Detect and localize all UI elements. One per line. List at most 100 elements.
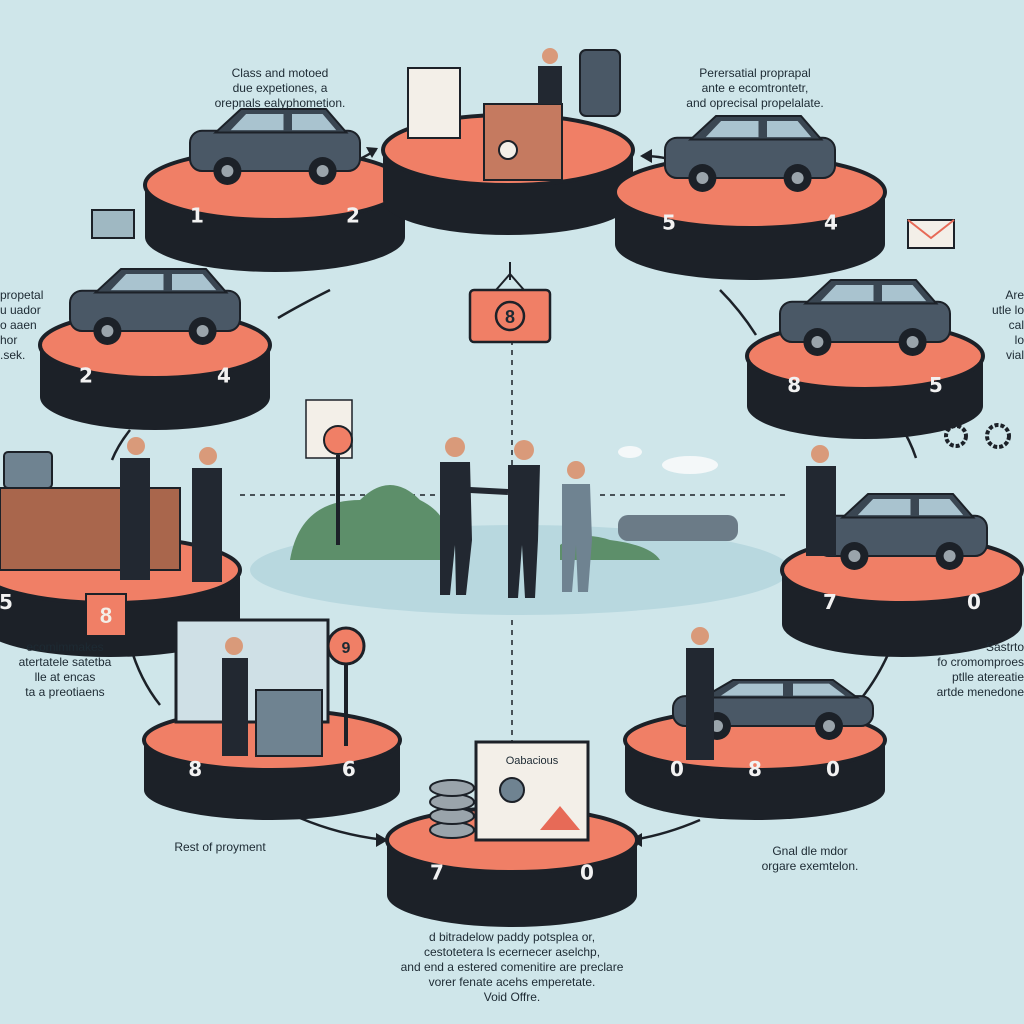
clerk-head (542, 48, 558, 64)
cloud-icon (618, 446, 642, 458)
arrowhead-icon (366, 147, 378, 158)
connector-4-6 (110, 429, 131, 461)
hubcap (943, 550, 956, 562)
center-hanging-sign (468, 288, 552, 344)
person-head (445, 437, 465, 457)
station-9: 0 8 0 (623, 679, 887, 820)
hubcap (196, 325, 209, 337)
person-suit (508, 465, 540, 598)
connector-8-10 (299, 816, 386, 842)
caption-left-lower: ecomimmakes atertatele satetba lle at en… (18, 640, 112, 699)
station-number-label: 7 (823, 590, 837, 614)
car-window (172, 273, 217, 291)
station-number-label: 8 (188, 757, 202, 781)
person-head (514, 440, 534, 460)
decorative-icons (91, 209, 1011, 449)
target-sign-icon (323, 425, 353, 455)
hubcap (101, 325, 114, 337)
person-suit (686, 648, 714, 760)
station-number-label: 5 (662, 210, 676, 234)
station-number-label: 4 (824, 210, 838, 234)
station-number-label: 0 (967, 590, 981, 614)
cloud-icon (662, 456, 718, 474)
screen-seal-icon (499, 777, 525, 803)
caption-bottom-right: Gnal dle mdor orgare exemtelon. (761, 844, 859, 873)
car-window (793, 683, 845, 696)
station-number-label: 8 (748, 757, 762, 781)
station-number-label: 4 (217, 363, 231, 387)
handshake-people (440, 437, 592, 598)
caption-right-middle: Are utle lo cal lo vial (991, 288, 1024, 362)
left-chair (3, 451, 53, 489)
car-window (230, 113, 284, 131)
hubcap (791, 172, 804, 184)
pole-sign-label: 9 (342, 640, 351, 657)
connector-9-10 (631, 818, 701, 842)
clerk-body (538, 66, 562, 104)
car-window (705, 120, 759, 138)
caption-left-middle: propetal u uador o aaen hor .sek. (0, 288, 44, 362)
person-head (691, 627, 709, 645)
car-window (292, 113, 337, 131)
center-sign-ring (494, 300, 526, 332)
desk-badge-icon (498, 140, 518, 160)
caption-top-right: Perersatial proprapal ante e ecomtrontet… (686, 66, 824, 110)
arrowhead-icon (376, 833, 388, 847)
pole-sign (326, 626, 366, 666)
station-number-label: 5 (929, 373, 943, 397)
caption-payment: Rest of proyment (174, 840, 266, 854)
person-suit (440, 462, 472, 595)
car-window (820, 284, 874, 302)
person-suit (806, 466, 836, 556)
caption-bottom-center: d bitradelow paddy potsplea or, cestotet… (400, 930, 624, 1004)
car-window (110, 273, 164, 291)
center-sign-label: 8 (505, 307, 515, 327)
person-suit (192, 468, 222, 582)
station-number-label: 0 (826, 757, 840, 781)
arrowhead-icon (640, 149, 652, 163)
podium (255, 689, 323, 757)
hubcap (823, 720, 835, 732)
monitor-icon (91, 209, 135, 239)
presenter-body (222, 658, 248, 756)
station-number-label: 0 (580, 861, 594, 885)
station-number-label: 0 (670, 757, 684, 781)
screen-title: Oabacious (506, 755, 559, 767)
hubcap (811, 336, 824, 348)
left-number-tag (85, 593, 127, 637)
car-window (857, 498, 911, 516)
gear-icon (985, 423, 1011, 449)
coin-stack-icon (429, 779, 475, 839)
person-head (199, 447, 217, 465)
connector-3-5 (719, 289, 758, 336)
station-number-label: 8 (787, 373, 801, 397)
station-number-label: 7 (430, 861, 444, 885)
envelope-flap-icon (907, 219, 955, 240)
person-head (127, 437, 145, 455)
distant-car (618, 515, 738, 541)
handshake-arms (469, 487, 509, 495)
hubcap (906, 336, 919, 348)
document-stack-icon (407, 67, 461, 139)
hubcap (696, 172, 709, 184)
car-window (721, 683, 783, 696)
platform-illustrations: 9 Oabacious (0, 48, 836, 842)
envelope-icon (907, 219, 955, 249)
hubcap (848, 550, 861, 562)
person-head (567, 461, 585, 479)
caption-right-lower: Sastrto fo cromomproes ptlle atereatie a… (936, 640, 1024, 699)
hubcap (316, 165, 329, 177)
car-window (767, 120, 812, 138)
tree-bush (290, 485, 447, 560)
station-number-label: 1 (190, 203, 204, 227)
office-chair (579, 49, 621, 117)
station-number-label: 2 (346, 203, 360, 227)
station-number-label: 5 (0, 590, 13, 614)
